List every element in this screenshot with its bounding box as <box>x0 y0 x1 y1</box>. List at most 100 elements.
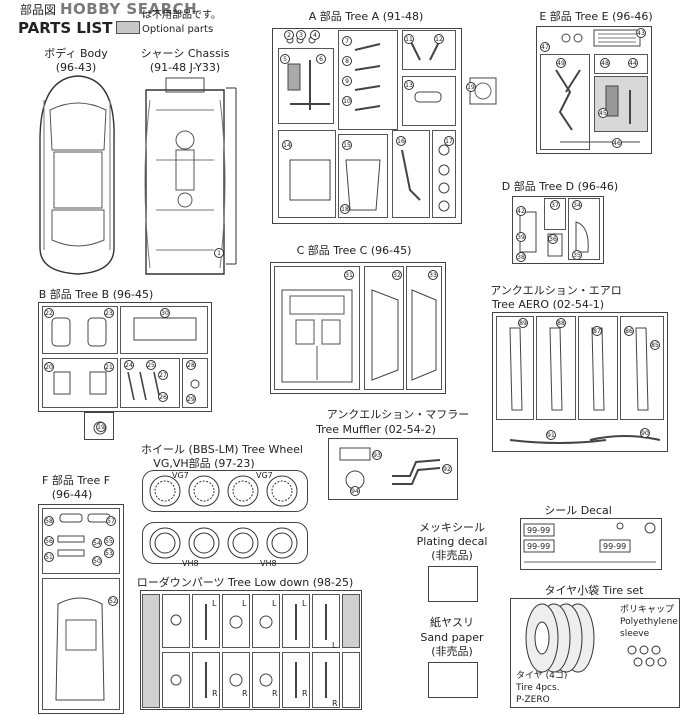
optional-parts-swatch <box>116 21 140 34</box>
part-15: 15 <box>342 140 352 150</box>
chassis-title: シャーシ Chassis <box>140 47 230 60</box>
part-85: 85 <box>650 340 660 350</box>
tree-c-frame <box>270 262 446 394</box>
part-25: 25 <box>146 360 156 370</box>
lowdown-letter: L <box>212 599 217 608</box>
part-45: 45 <box>598 108 608 118</box>
part-91: 91 <box>546 430 556 440</box>
tree-b-title: B 部品 Tree B (96-45) <box>38 288 154 301</box>
body-code: (96-43) <box>55 61 97 74</box>
tree-lowdown-cell <box>252 652 280 708</box>
wheel-vh-label-right: VH8 <box>260 559 277 568</box>
tree-a-cell <box>338 30 398 130</box>
part-46: 46 <box>612 138 622 148</box>
tree-a-cell <box>402 30 456 70</box>
tree-lowdown-cell <box>192 594 220 648</box>
part-31: 31 <box>344 270 354 280</box>
tire-sleeve-en2: sleeve <box>620 629 650 639</box>
lowdown-letter: R <box>242 689 248 698</box>
tree-lowdown-cell <box>282 594 310 648</box>
part-33: 33 <box>428 270 438 280</box>
tree-lowdown-cell <box>342 652 360 708</box>
part-54: 54 <box>92 538 102 548</box>
part-22: 22 <box>44 308 54 318</box>
part-28: 28 <box>186 360 196 370</box>
part-57: 57 <box>106 516 116 526</box>
lowdown-letter: R <box>302 689 308 698</box>
parts-list-title-jp: 部品図 <box>20 3 57 17</box>
part-39: 39 <box>516 232 526 242</box>
tree-b-cell <box>182 358 208 408</box>
part-5: 5 <box>280 54 290 64</box>
tire-brand: P-ZERO <box>516 695 550 705</box>
tree-muffler-title-en: Tree Muffler (02-54-2) <box>316 423 436 436</box>
tree-c-cell <box>274 266 360 390</box>
plating-decal-title-jp: メッキシール <box>419 521 485 534</box>
sand-paper-note: (非売品) <box>431 645 473 658</box>
part-56: 56 <box>44 536 54 546</box>
tree-a-frame <box>272 28 462 224</box>
decal-number: 99-99 <box>527 542 551 551</box>
tree-lowdown-cell <box>162 652 190 708</box>
tree-lowdown-cell <box>142 594 160 708</box>
part-93: 93 <box>372 450 382 460</box>
tree-lowdown-cell <box>252 594 280 648</box>
tree-f-cell <box>42 508 120 574</box>
lowdown-letter: R <box>332 699 338 708</box>
decal-title: シール Decal <box>544 504 612 517</box>
lowdown-letter: R <box>272 689 278 698</box>
optional-parts-jp: は不用部品です。 <box>142 10 221 21</box>
part-52: 52 <box>108 596 118 606</box>
tree-e-cell <box>594 76 648 132</box>
tree-a-cell <box>278 48 334 124</box>
part-21: 21 <box>104 362 114 372</box>
wheel-vg-label-right: VG7 <box>256 471 273 480</box>
part-37: 37 <box>550 200 560 210</box>
part-32: 32 <box>392 270 402 280</box>
chassis-code: (91-48 J-Y33) <box>149 61 221 74</box>
tree-a-cell <box>338 134 388 218</box>
part-42: 42 <box>516 206 526 216</box>
tree-wheel-title: ホイール (BBS-LM) Tree Wheel <box>141 443 303 456</box>
tree-c-cell <box>406 266 442 390</box>
part-88: 88 <box>556 318 566 328</box>
lowdown-letter: L <box>302 599 307 608</box>
sand-paper-title-jp: 紙ヤスリ <box>430 616 474 629</box>
part-90: 90 <box>640 428 650 438</box>
tree-lowdown-cell <box>312 652 340 708</box>
tree-aero-title-jp: アンクエルション・エアロ <box>490 284 622 297</box>
part-13: 13 <box>404 80 414 90</box>
tree-b-cell <box>42 358 118 408</box>
part-51: 51 <box>44 552 54 562</box>
tire-sleeve-jp: ポリキャップ <box>620 605 675 615</box>
tree-d-cell <box>544 198 566 230</box>
tree-aero-title-en: Tree AERO (02-54-1) <box>491 298 605 311</box>
part-12: 12 <box>434 34 444 44</box>
wheel-vg-label-left: VG7 <box>172 471 189 480</box>
lowdown-letter: L <box>332 641 337 650</box>
decal-number: 99-99 <box>603 542 627 551</box>
tree-aero-cell <box>578 316 618 420</box>
part-44: 44 <box>628 58 638 68</box>
tree-c-title: C 部品 Tree C (96-45) <box>296 244 412 257</box>
tree-f-cell <box>42 578 120 710</box>
tree-aero-cell <box>536 316 576 420</box>
part-86: 86 <box>624 326 634 336</box>
tree-muffler-title-jp: アンクエルション・マフラー <box>326 408 470 421</box>
tree-d-title: D 部品 Tree D (96-46) <box>501 180 619 193</box>
part-27: 27 <box>158 370 168 380</box>
part-29: 29 <box>186 394 196 404</box>
tree-b-cell <box>42 306 118 354</box>
sand-paper-title-en: Sand paper <box>420 631 484 644</box>
tree-b-cell <box>120 358 180 408</box>
